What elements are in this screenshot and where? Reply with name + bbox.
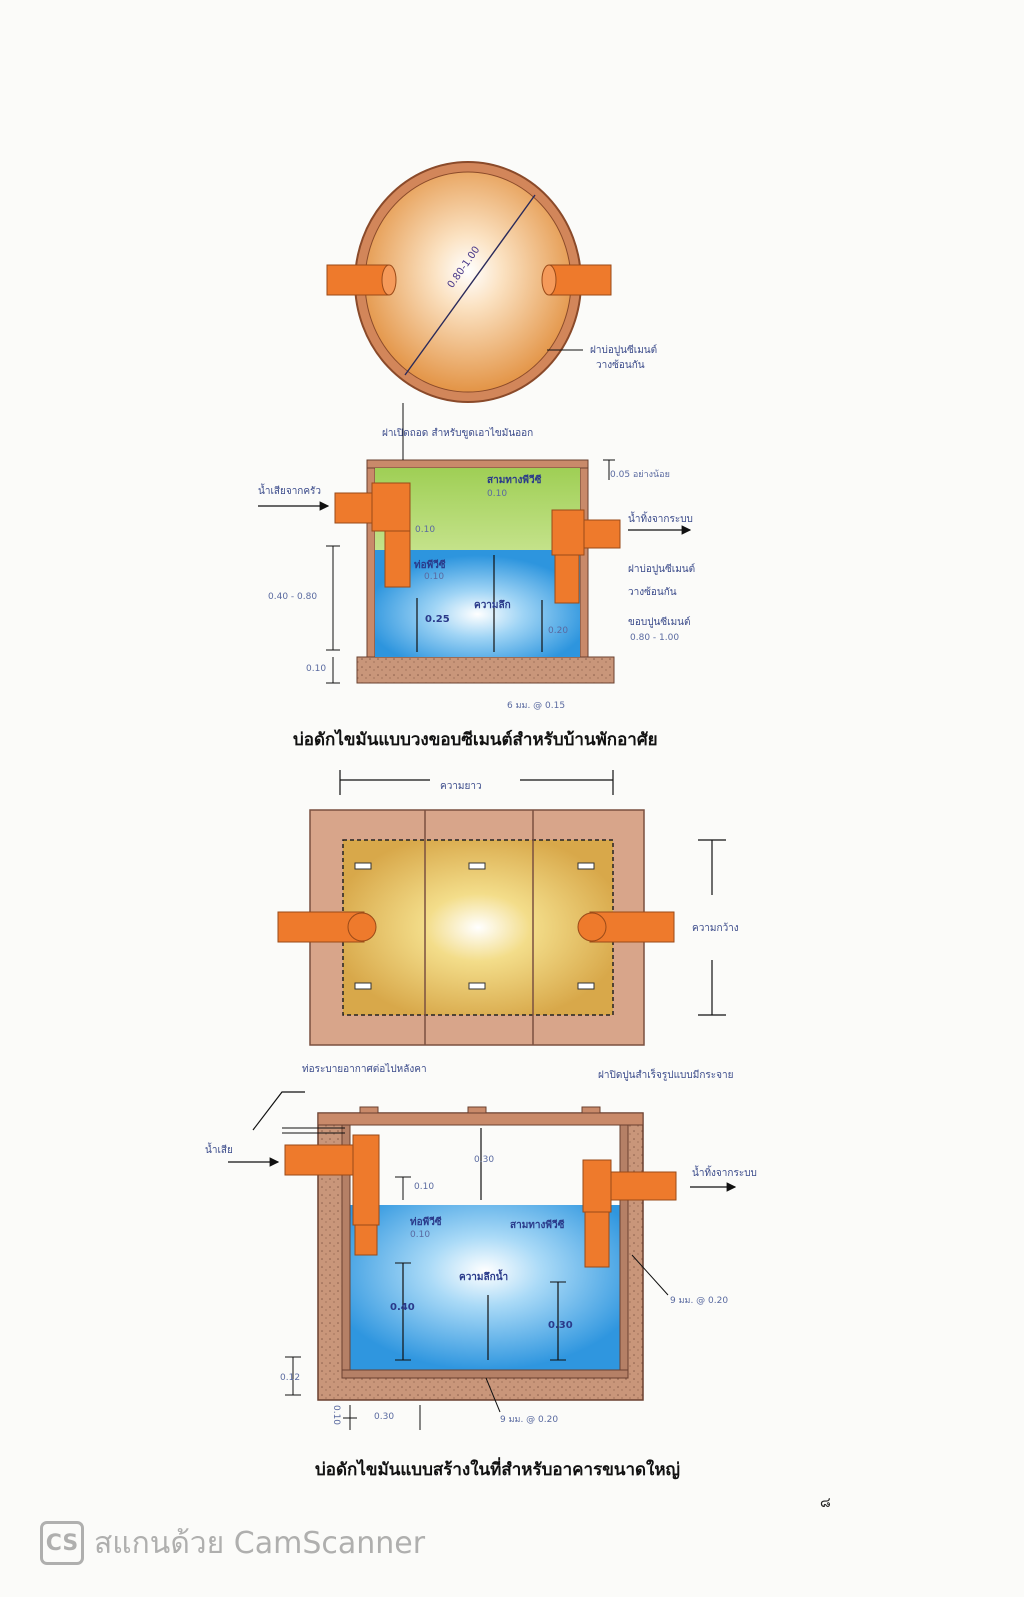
- water-depth-label: ความลึกน้ำ: [459, 1272, 509, 1283]
- vent-label: ท่อระบายอากาศต่อไปหลังคา: [302, 1064, 427, 1075]
- depth-label-1: ความลึก: [474, 600, 511, 611]
- dim-040: 0.40: [390, 1302, 415, 1313]
- dim-030-top: 0.30: [474, 1155, 495, 1165]
- section-inlet-pipe: [284, 1144, 358, 1176]
- outlet-label-2: น้ำทิ้งจากระบบ: [692, 1168, 757, 1179]
- section-water: [350, 1205, 620, 1370]
- pipe-label-1: ท่อพีวีซี: [414, 560, 446, 571]
- tank-base-slab: [356, 656, 615, 684]
- kitchen-inlet-label: น้ำเสียจากครัว: [258, 486, 322, 497]
- dim-030: 0.30: [548, 1320, 573, 1331]
- section-outlet-tee: [582, 1159, 612, 1213]
- pipe-label-2: ท่อพีวีซี: [410, 1217, 442, 1228]
- tank-lid: [366, 459, 589, 469]
- outlet-pipe: [583, 519, 621, 549]
- pipe-size-2: 0.10: [410, 1230, 431, 1240]
- camscanner-watermark: CS สแกนด้วย CamScanner: [40, 1518, 425, 1568]
- round-trap-top-view: [326, 161, 612, 403]
- dim-030-bottom: 0.30: [374, 1412, 395, 1422]
- ring-label-2: 0.80 - 1.00: [630, 633, 680, 643]
- lid-label-top-1: ฝาบ่อปูนซีเมนต์: [590, 345, 658, 356]
- lid-label-top-2: วางซ้อนกัน: [596, 360, 645, 371]
- camscanner-logo-icon: CS: [40, 1521, 84, 1565]
- dim-025: 0.25: [425, 614, 450, 625]
- round-trap-section: [258, 403, 692, 684]
- ring-label-1: ขอบปูนซีเมนต์: [628, 617, 691, 628]
- camscanner-text: สแกนด้วย CamScanner: [94, 1525, 426, 1561]
- width-label: ความกว้าง: [692, 923, 739, 934]
- page-number: ๘: [820, 1495, 831, 1511]
- tank-wall-right: [579, 459, 589, 658]
- dim-012: 0.12: [280, 1373, 301, 1383]
- dim-020-1: 0.20: [548, 626, 569, 636]
- rebar-label-1: 6 มม. @ 0.15: [507, 701, 566, 711]
- base-thickness-1: 0.10: [306, 664, 327, 674]
- inlet-tee: [371, 482, 411, 532]
- large-trap-plan-view: [277, 770, 726, 1046]
- outlet-label-1: น้ำทิ้งจากระบบ: [628, 514, 693, 525]
- outlet-drop-pipe: [554, 554, 580, 604]
- dim-010-1: 0.10: [415, 525, 436, 535]
- clearance-label: 0.05 อย่างน้อย: [610, 470, 670, 480]
- outlet-tee: [551, 509, 585, 556]
- rebar-bottom-label: 9 มม. @ 0.20: [500, 1415, 559, 1425]
- caption-residential: บ่อดักไขมันแบบวงขอบซีเมนต์สำหรับบ้านพักอ…: [293, 730, 658, 750]
- section-outlet-pipe: [610, 1171, 677, 1201]
- wastewater-inlet-label: น้ำเสีย: [205, 1145, 233, 1156]
- dim-010-2: 0.10: [414, 1182, 435, 1192]
- lid-right-1: ฝาบ่อปูนซีเมนต์: [628, 564, 696, 575]
- tee-label-2: สามทางพีวีซี: [510, 1220, 565, 1231]
- depth-range-label: 0.40 - 0.80: [268, 592, 318, 602]
- dim-010-vertical: 0.10: [331, 1404, 342, 1426]
- inlet-pipe-top: [326, 264, 390, 296]
- cover-label: ฝาปิดปูนสำเร็จรูปแบบมีกระจาย: [598, 1070, 734, 1081]
- length-label: ความยาว: [440, 781, 482, 792]
- tee-label-1: สามทางพีวีซี: [487, 475, 542, 486]
- inlet-drop-pipe: [384, 530, 411, 588]
- tee-size-1: 0.10: [487, 489, 508, 499]
- large-trap-section: [228, 1091, 737, 1430]
- section-cover: [317, 1112, 644, 1126]
- removable-lid-label: ฝาเปิดถอด สำหรับขูดเอาไขมันออก: [382, 428, 534, 439]
- pipe-size-1: 0.10: [424, 572, 445, 582]
- outlet-pipe-top: [548, 264, 612, 296]
- section-inlet-tee: [352, 1134, 380, 1226]
- rebar-right-label: 9 มม. @ 0.20: [670, 1296, 729, 1306]
- section-air-gap: [350, 1125, 620, 1205]
- lid-right-2: วางซ้อนกัน: [628, 587, 677, 598]
- caption-large-building: บ่อดักไขมันแบบสร้างในที่สำหรับอาคารขนาดใ…: [315, 1460, 681, 1480]
- diameter-line: [404, 194, 536, 376]
